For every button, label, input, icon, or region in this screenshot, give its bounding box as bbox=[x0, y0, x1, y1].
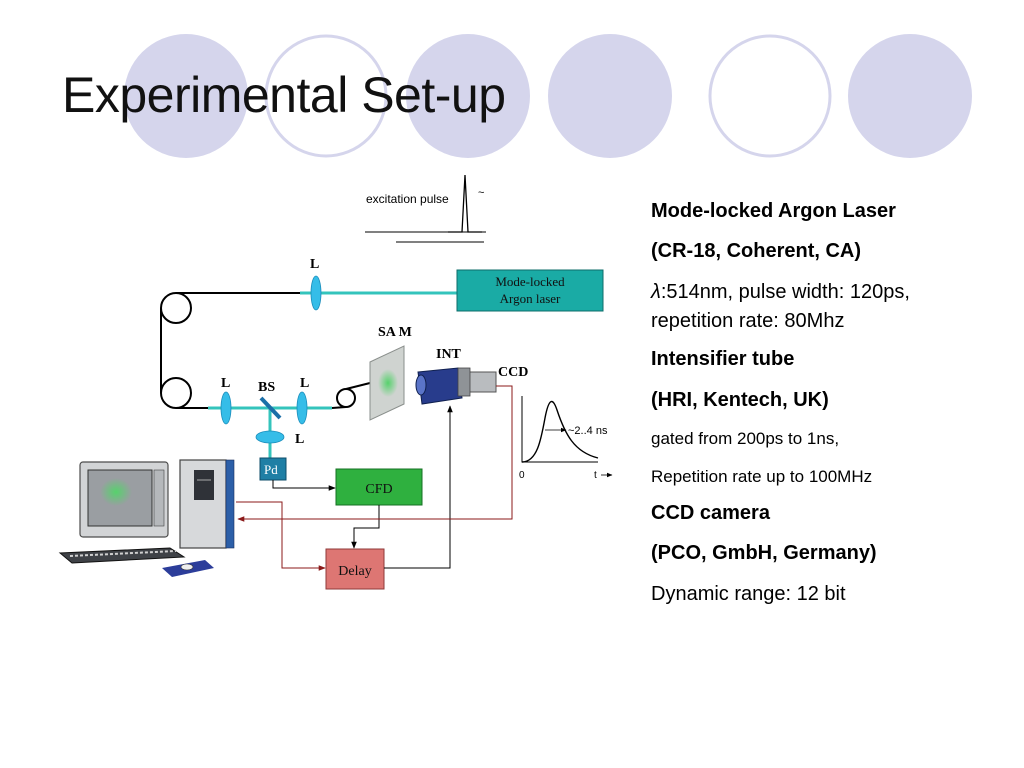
laser-title: Mode-locked Argon Laser bbox=[651, 200, 896, 222]
lambda-symbol: λ bbox=[651, 281, 661, 303]
lens-left-label: L bbox=[221, 376, 230, 391]
excitation-pulse-curve bbox=[448, 174, 482, 233]
laser-description-text: :514nm, pulse width: 120ps, repetition r… bbox=[651, 281, 910, 332]
ccd-model: (PCO, GmbH, Germany) bbox=[651, 542, 877, 564]
setup-diagram: excitation pulse ~ Mode-locked Argon las… bbox=[58, 174, 613, 590]
lens-right-icon bbox=[296, 391, 308, 425]
computer-icon bbox=[58, 459, 235, 577]
ccd-title: CCD camera bbox=[651, 502, 770, 524]
delay-to-int bbox=[384, 405, 453, 569]
decay-inset: ~2..4 ns 0 t bbox=[519, 396, 613, 481]
decay-axis-zero: 0 bbox=[519, 470, 525, 481]
cfd-to-delay bbox=[351, 505, 380, 549]
keyboard bbox=[58, 547, 186, 564]
deco-circle-5 bbox=[708, 34, 832, 158]
deco-circle-1 bbox=[124, 34, 248, 158]
header-decoration bbox=[124, 34, 972, 158]
lens-left-icon bbox=[220, 391, 232, 425]
intensifier-gate: gated from 200ps to 1ns, bbox=[651, 429, 840, 448]
lens-top-label: L bbox=[310, 257, 319, 272]
optical-fiber bbox=[160, 292, 371, 409]
delay-label: Delay bbox=[338, 564, 371, 579]
ccd-label: CCD bbox=[498, 365, 528, 380]
deco-circle-4 bbox=[548, 34, 672, 158]
monitor-glow bbox=[100, 478, 132, 506]
lens-top-icon bbox=[310, 275, 322, 311]
mouse bbox=[180, 563, 194, 571]
decay-curve bbox=[521, 400, 599, 463]
fiber-loop-top bbox=[160, 292, 192, 324]
excitation-pulse-inset: excitation pulse ~ bbox=[365, 174, 486, 243]
ccd-to-computer bbox=[237, 385, 513, 522]
intensifier-camera: INT CCD bbox=[415, 347, 528, 405]
excitation-tilde: ~ bbox=[478, 187, 484, 199]
decay-width-label: ~2..4 ns bbox=[568, 425, 608, 437]
excitation-pulse-label: excitation pulse bbox=[366, 192, 449, 206]
ccd-side bbox=[457, 367, 471, 397]
lens-right-label: L bbox=[300, 376, 309, 391]
ccd-range: Dynamic range: 12 bit bbox=[651, 583, 846, 605]
delay-box bbox=[325, 548, 385, 590]
sam-label: SA M bbox=[378, 325, 412, 340]
cfd-label: CFD bbox=[365, 482, 392, 497]
laser-box-line1: Mode-locked bbox=[495, 274, 565, 289]
laser-box bbox=[456, 269, 604, 312]
fiber-loop-bottom bbox=[160, 377, 192, 409]
int-lens bbox=[415, 374, 427, 396]
lens-bottom-label: L bbox=[295, 432, 304, 447]
laser-source: Mode-locked Argon laser bbox=[456, 269, 604, 312]
tower-stripe bbox=[225, 459, 235, 549]
sam-sample: SA M bbox=[369, 325, 412, 421]
intensifier-model: (HRI, Kentech, UK) bbox=[651, 389, 829, 411]
monitor-side bbox=[153, 469, 165, 527]
beam-splitter-label: BS bbox=[258, 380, 275, 395]
sam-glow bbox=[378, 369, 398, 397]
beam-splitter-icon bbox=[259, 396, 282, 420]
specifications-panel: Mode-locked Argon Laser (CR-18, Coherent… bbox=[651, 200, 991, 609]
cfd-box bbox=[335, 468, 423, 506]
slide-title: Experimental Set-up bbox=[62, 67, 506, 123]
lens-bottom-icon bbox=[255, 430, 285, 444]
deco-circle-3 bbox=[406, 34, 530, 158]
int-label: INT bbox=[436, 347, 462, 362]
intensifier-rate: Repetition rate up to 100MHz bbox=[651, 467, 873, 486]
deco-circle-2 bbox=[264, 34, 388, 158]
photodiode-label: Pd bbox=[264, 462, 278, 477]
lenses bbox=[220, 275, 322, 444]
laser-box-line2: Argon laser bbox=[500, 291, 561, 306]
keyboard-keys bbox=[69, 550, 177, 557]
pd-to-cfd bbox=[272, 480, 336, 491]
fiber-loop-right bbox=[336, 388, 356, 408]
intensifier-title: Intensifier tube bbox=[651, 348, 795, 370]
tower-drive bbox=[194, 470, 214, 500]
control-lines bbox=[272, 405, 453, 569]
deco-circle-6 bbox=[848, 34, 972, 158]
laser-model: (CR-18, Coherent, CA) bbox=[651, 240, 862, 262]
computer-to-delay bbox=[236, 501, 326, 571]
decay-axis-t: t bbox=[594, 470, 597, 481]
laser-description: λ:514nm, pulse width: 120ps, repetition … bbox=[651, 278, 931, 336]
trigger-lines bbox=[236, 385, 513, 571]
